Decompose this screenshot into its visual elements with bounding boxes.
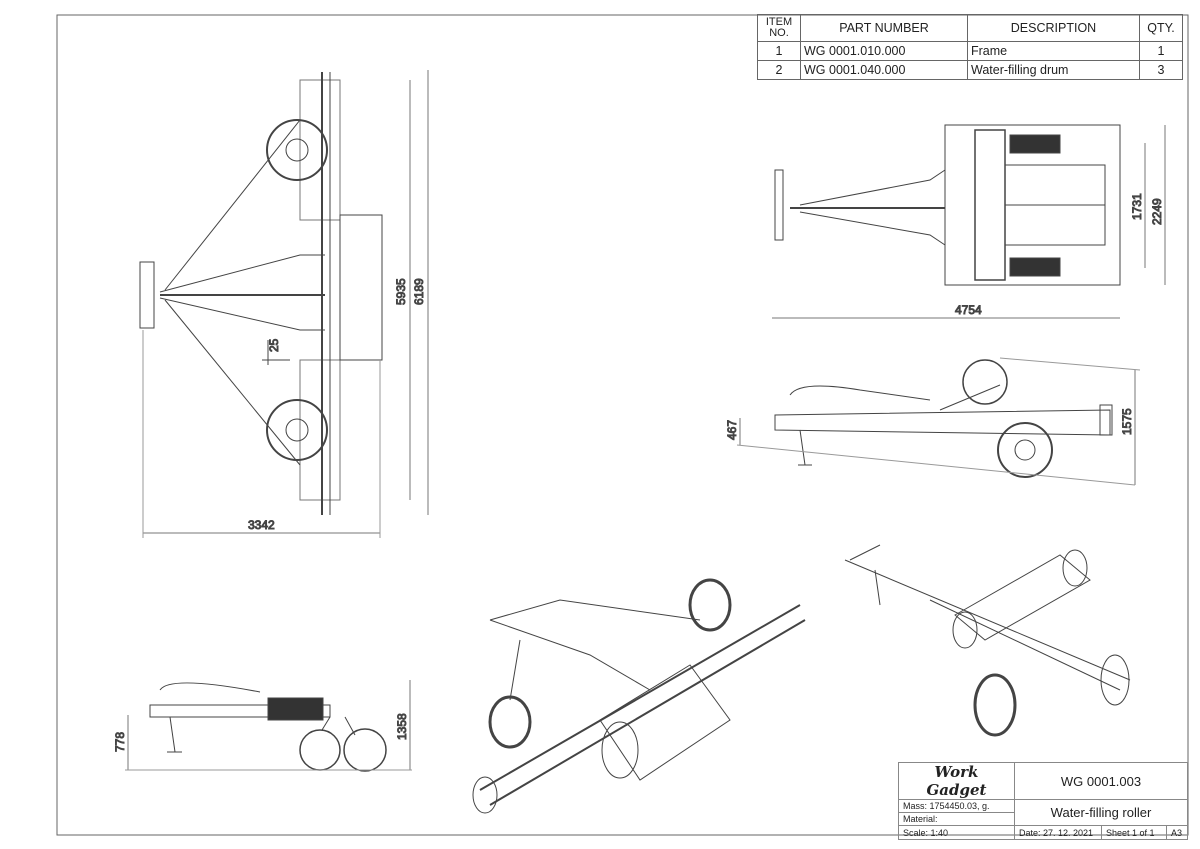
bom-header-part: PART NUMBER [800,14,968,42]
isometric-view-1 [472,578,806,814]
plan-view: 4754 1731 2249 [772,124,1166,319]
dim-2249: 2249 [1150,198,1164,225]
wheel [266,119,328,181]
bom-item: 1 [757,41,801,61]
bom-part: WG 0001.010.000 [800,41,968,61]
bom-qty: 3 [1139,60,1183,80]
company-name: Work Gadget [898,762,1015,800]
side-view: 467 1575 [725,357,1141,486]
bill-of-materials: ITEM NO. PART NUMBER DESCRIPTION QTY. 1 … [757,14,1183,80]
dim-1731: 1731 [1130,193,1144,220]
wheel [266,399,328,461]
bom-header-desc: DESCRIPTION [967,14,1140,42]
title-block: Work Gadget WG 0001.003 Mass: 1754450.03… [898,762,1188,840]
bom-item: 2 [757,60,801,80]
drawing-title: Water-filling roller [1014,799,1188,826]
bom-row: 2 WG 0001.040.000 Water-filling drum 3 [757,60,1183,80]
bom-header-item: ITEM NO. [757,14,801,42]
dim-778: 778 [113,732,127,752]
isometric-view-2 [844,544,1131,737]
material: Material: [898,812,1015,826]
bom-row: 1 WG 0001.010.000 Frame 1 [757,41,1183,61]
dim-467: 467 [725,420,739,440]
dim-3342: 3342 [248,518,275,532]
dim-5935: 5935 [394,278,408,305]
dim-1358: 1358 [395,713,409,740]
sheet-number: Sheet 1 of 1 [1101,825,1167,840]
sheet-border [56,14,1189,836]
date: Date: 27. 12. 2021 [1014,825,1102,840]
bom-header-qty: QTY. [1139,14,1183,42]
front-view: 778 1358 [113,680,412,772]
dim-25: 25 [267,338,281,352]
bom-qty: 1 [1139,41,1183,61]
scale: Scale: 1:40 [898,825,1015,840]
bom-part: WG 0001.040.000 [800,60,968,80]
dim-6189: 6189 [412,278,426,305]
drawing-number: WG 0001.003 [1014,762,1188,800]
mass: Mass: 1754450.03, g. [898,799,1015,813]
bom-desc: Frame [967,41,1140,61]
dim-1575: 1575 [1120,408,1134,435]
bom-desc: Water-filling drum [967,60,1140,80]
top-view: 5935 6189 25 3342 [139,70,429,538]
dim-4754: 4754 [955,303,982,317]
paper-size: A3 [1166,825,1188,840]
